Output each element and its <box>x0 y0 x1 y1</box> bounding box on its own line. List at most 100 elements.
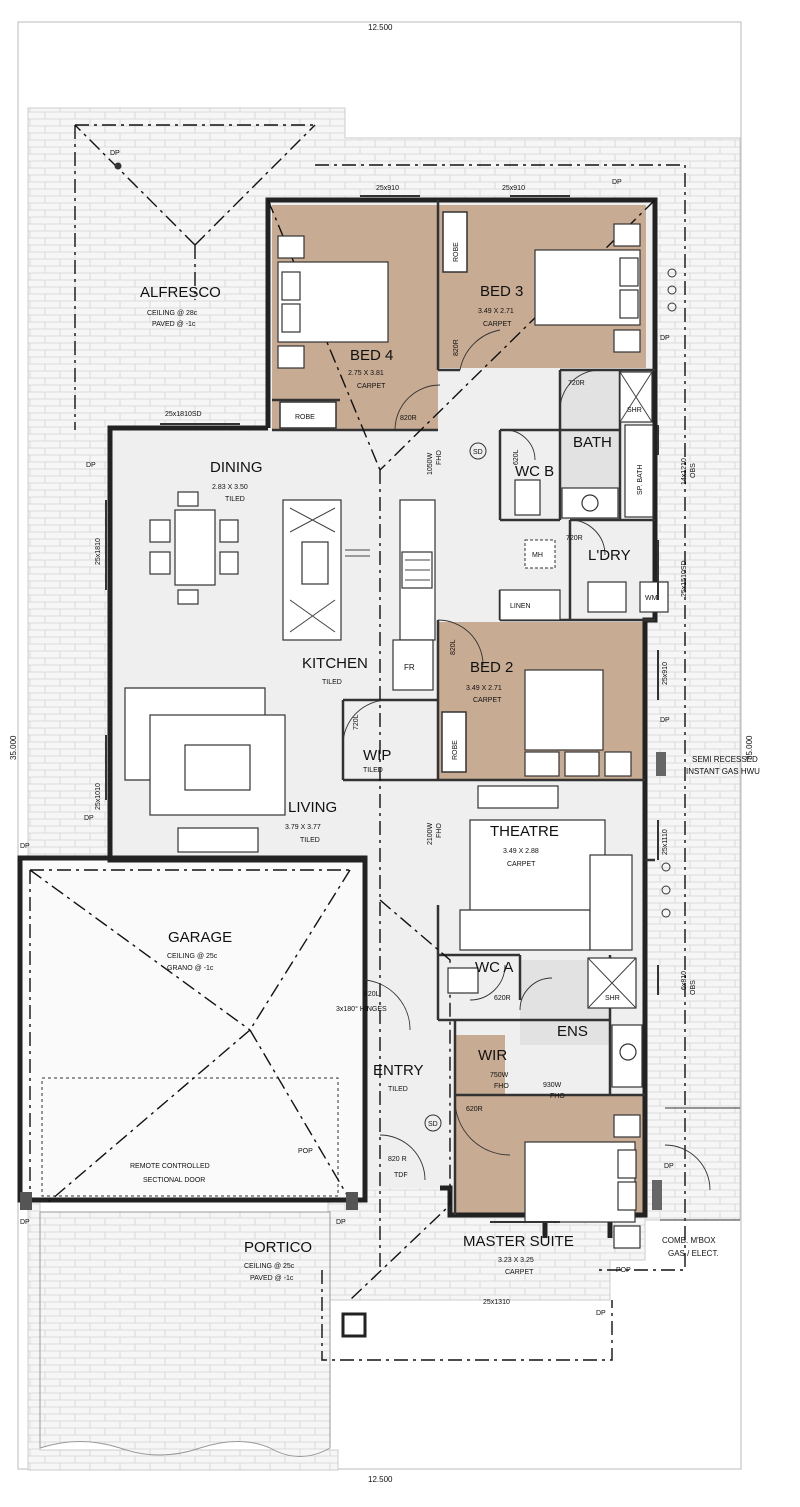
fho-930: 930W <box>543 1082 562 1089</box>
garage-door-line1: REMOTE CONTROLLED <box>130 1163 210 1170</box>
living-finish: TILED <box>300 837 320 844</box>
window-w11: 25x1310 <box>483 1299 510 1306</box>
living-size: 3.79 X 3.77 <box>285 824 321 831</box>
door-wip: 720L <box>353 714 360 730</box>
theatre-sofa <box>459 819 633 951</box>
manhole <box>524 539 556 569</box>
mh-label: MH <box>532 552 543 559</box>
bed4-robe <box>279 401 337 429</box>
window-markers <box>105 195 659 1223</box>
dining-finish: TILED <box>225 496 245 503</box>
garage-door <box>41 1077 339 1197</box>
hwu-unit <box>656 752 666 776</box>
bed4-finish: CARPET <box>357 383 386 390</box>
downpipe-circles <box>114 162 677 1132</box>
sp-bath-label: SP. BATH <box>637 465 644 495</box>
living-sofa <box>124 687 286 816</box>
meter-box <box>652 1180 662 1210</box>
window-w9: 25x1110 <box>662 829 669 855</box>
laundry-trough <box>587 581 627 613</box>
portico-paved: PAVED @ -1c <box>250 1275 294 1282</box>
bed3-size: 3.49 X 2.71 <box>478 308 514 315</box>
bed2-bed <box>524 669 632 777</box>
wc-b-toilet <box>514 479 541 516</box>
wip-finish: TILED <box>363 767 383 774</box>
door-bath: 720R <box>568 380 585 387</box>
fho-2100: 2100W <box>427 822 434 845</box>
theatre-finish: CARPET <box>507 861 536 868</box>
theatre-size: 3.49 X 2.88 <box>503 848 539 855</box>
dp-11: DP <box>596 1310 606 1317</box>
door-ens: 620R <box>466 1106 483 1113</box>
roof-lines <box>29 124 686 1361</box>
garage-pier-right <box>346 1192 358 1210</box>
kitchen-island <box>282 499 370 641</box>
garage-ceiling: CEILING @ 25c <box>167 953 218 960</box>
wc-a-toilet <box>447 967 479 994</box>
bed2-finish: CARPET <box>473 697 502 704</box>
garage-grano: GRANO @ -1c <box>167 965 214 972</box>
bed4-bed <box>277 235 389 369</box>
garage-floor <box>17 855 368 1203</box>
wir-floor <box>455 1035 505 1095</box>
dp-1: DP <box>110 150 120 157</box>
mbox-line1: COMB. M'BOX <box>662 1236 716 1245</box>
window-w10: 6x810 <box>681 971 688 990</box>
dp-10: DP <box>336 1219 346 1226</box>
dp-7: DP <box>20 843 30 850</box>
wca-name: WC A <box>475 959 513 976</box>
bed2-size: 3.49 X 2.71 <box>466 685 502 692</box>
entry-name: ENTRY <box>373 1062 424 1079</box>
wm-label: WM <box>645 595 658 602</box>
door-bed2: 820L <box>450 639 457 655</box>
bed4-size: 2.75 X 3.81 <box>348 370 384 377</box>
dining-table <box>149 491 239 605</box>
robe-bed4: ROBE <box>295 414 315 421</box>
dining-size: 2.83 X 3.50 <box>212 484 248 491</box>
driveway <box>39 1211 331 1457</box>
fr-label: FR <box>404 663 415 672</box>
entry-finish: TILED <box>388 1086 408 1093</box>
door-ldry: 720R <box>566 535 583 542</box>
lot-boundary <box>17 21 742 1470</box>
robe-bed3: ROBE <box>453 242 460 262</box>
linen-cupboard <box>499 589 561 621</box>
wip-name: WIP <box>363 747 391 764</box>
dim-right: 35.000 <box>745 735 754 760</box>
bed3-bed <box>534 223 641 353</box>
door-entry: 820L <box>364 991 380 998</box>
dp-5: DP <box>660 717 670 724</box>
bed4-name: BED 4 <box>350 347 393 364</box>
garage-name: GARAGE <box>168 929 232 946</box>
portico-ceiling: CEILING @ 25c <box>244 1263 295 1270</box>
bath-name: BATH <box>573 434 612 451</box>
kitchen-finish: TILED <box>322 679 342 686</box>
bed3-robe <box>442 211 468 273</box>
door-bed3: 820R <box>453 339 460 356</box>
dp-6: DP <box>84 815 94 822</box>
dp-8: DP <box>664 1163 674 1170</box>
window-w2: 25x910 <box>502 185 525 192</box>
pop-2: POP <box>616 1267 631 1274</box>
door-tdf: TDF <box>394 1172 408 1179</box>
bath-tub <box>624 424 654 518</box>
dim-bottom: 12.500 <box>368 1475 393 1484</box>
window-w1: 25x910 <box>376 185 399 192</box>
mbox-line2: GAS / ELECT. <box>668 1249 719 1258</box>
master-name: MASTER SUITE <box>463 1233 574 1250</box>
pop-1: POP <box>298 1148 313 1155</box>
interior-walls <box>272 200 655 1215</box>
alfresco-name: ALFRESCO <box>140 284 221 301</box>
dp-9: DP <box>20 1219 30 1226</box>
tv-unit-living <box>177 827 259 853</box>
robe-bed2: ROBE <box>452 740 459 760</box>
fho-750: 750W <box>490 1072 509 1079</box>
tv-unit-theatre <box>477 785 559 809</box>
sd-1: SD <box>473 449 483 456</box>
door-wcb: 620L <box>513 449 520 465</box>
dining-name: DINING <box>210 459 263 476</box>
alfresco-ceiling: CEILING @ 28c <box>147 310 198 317</box>
bed2-name: BED 2 <box>470 659 513 676</box>
bed3-name: BED 3 <box>480 283 523 300</box>
